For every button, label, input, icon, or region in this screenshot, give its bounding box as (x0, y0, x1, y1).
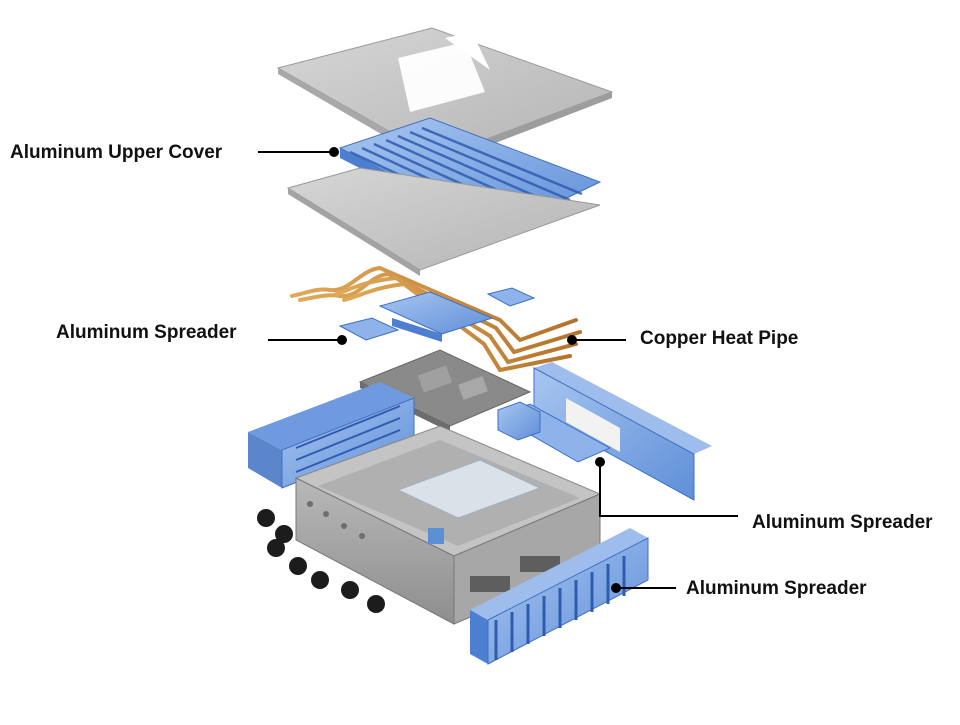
label-copper-heat-pipe: Copper Heat Pipe (640, 328, 799, 349)
label-aluminum-spreader-bottom: Aluminum Spreader (686, 578, 867, 599)
connectors (257, 509, 385, 613)
label-aluminum-spreader-left: Aluminum Spreader (56, 322, 237, 343)
leader-lines (258, 147, 738, 593)
right-spreader-block (496, 401, 612, 463)
label-aluminum-spreader-right: Aluminum Spreader (752, 512, 933, 533)
main-housing (294, 425, 602, 625)
lower-cover-plate (286, 167, 601, 276)
bottom-finned-spreader (470, 528, 649, 665)
right-side-panel (533, 362, 712, 501)
left-side-panel (248, 382, 415, 489)
spreader-blocks (338, 287, 536, 342)
copper-heat-pipes (290, 265, 582, 373)
label-aluminum-upper-cover: Aluminum Upper Cover (10, 142, 223, 163)
